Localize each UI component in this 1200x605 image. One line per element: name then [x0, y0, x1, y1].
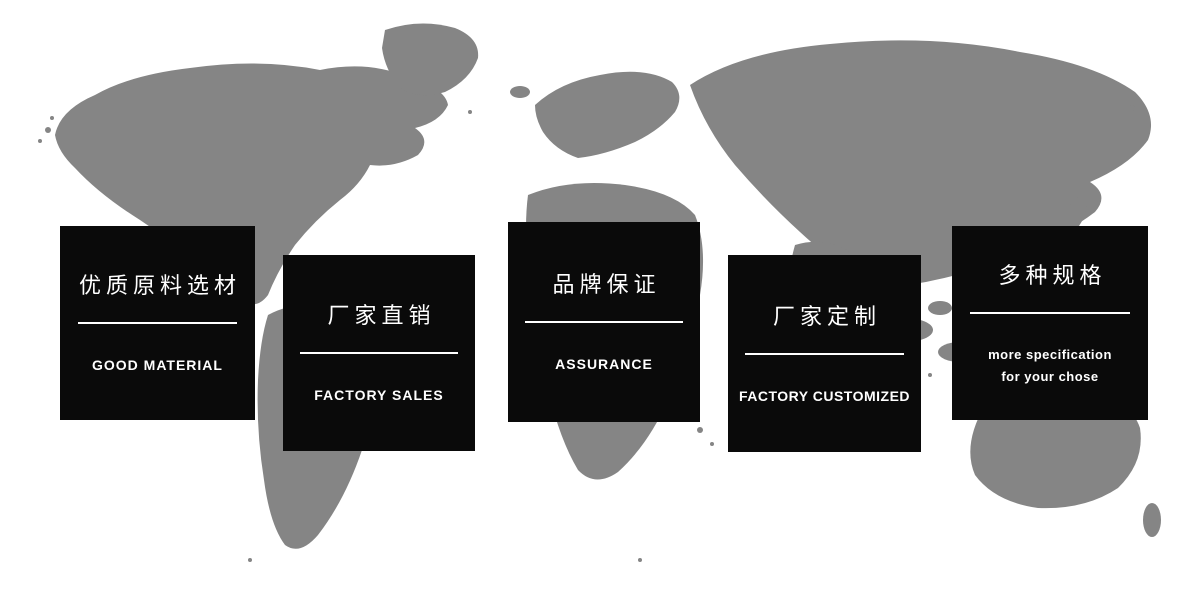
feature-subtitle-en: FACTORY CUSTOMIZED: [738, 387, 911, 404]
divider-line: [969, 311, 1131, 314]
feature-card-factory-sales: 厂家直销 FACTORY SALES: [283, 255, 475, 451]
divider-line: [300, 352, 458, 355]
divider-line: [745, 352, 904, 355]
feature-card-factory-customized: 厂家定制 FACTORY CUSTOMIZED: [728, 255, 921, 452]
feature-card-assurance: 品牌保证 ASSURANCE: [508, 222, 700, 422]
feature-title-zh: 厂家定制: [772, 303, 881, 329]
feature-subtitle-en: ASSURANCE: [555, 356, 653, 373]
feature-subtitle-en: more specification for your chose: [988, 346, 1112, 384]
feature-subtitle-en: FACTORY SALES: [314, 387, 444, 404]
divider-line: [525, 321, 683, 324]
divider-line: [77, 322, 238, 325]
feature-title-zh: 多种规格: [998, 262, 1107, 288]
feature-title-zh: 品牌保证: [552, 272, 661, 298]
feature-card-more-specification: 多种规格 more specification for your chose: [952, 226, 1148, 420]
feature-title-zh: 厂家直销: [327, 303, 436, 329]
feature-subtitle-en: GOOD MATERIAL: [92, 357, 223, 374]
feature-title-zh: 优质原料选材: [78, 273, 241, 299]
feature-card-good-material: 优质原料选材 GOOD MATERIAL: [60, 226, 255, 420]
